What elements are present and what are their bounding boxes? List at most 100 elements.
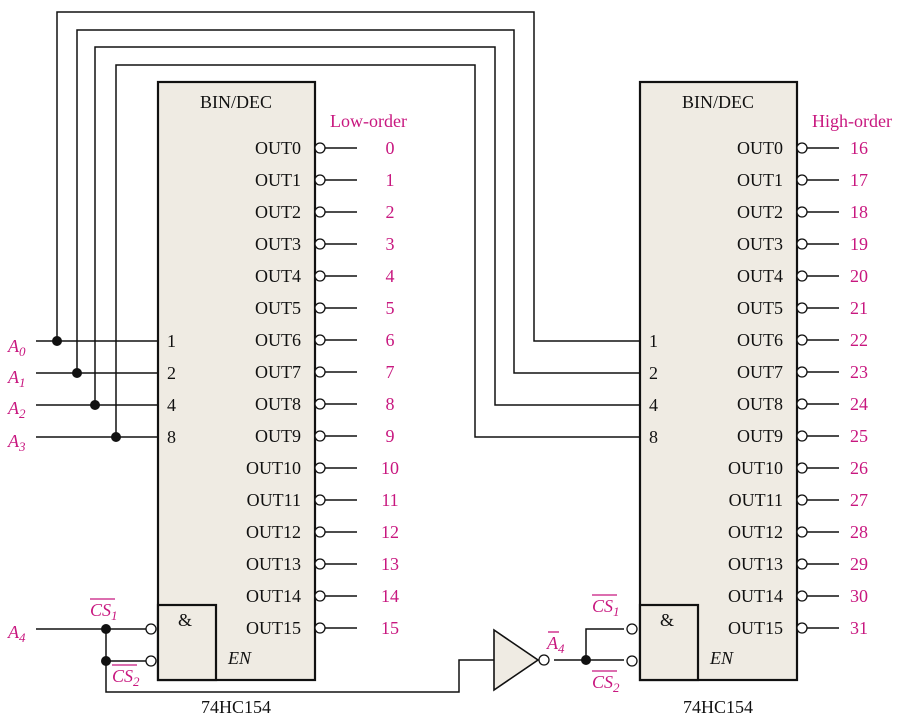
left-output-line-15: 15 (381, 618, 399, 638)
right-cs1-bubble (626, 623, 638, 635)
right-output-pin-0: OUT0 (737, 138, 783, 158)
wire-a0-bus (56, 11, 640, 342)
right-output-bubble-15 (796, 622, 808, 634)
right-output-line-12: 28 (850, 522, 868, 542)
address-label-a4: A4 (7, 622, 26, 645)
right-output-pin-7: OUT7 (737, 362, 783, 382)
left-output-bubble-11 (314, 494, 326, 506)
right-output-bubble-14 (796, 590, 808, 602)
left-output-bubble-4 (314, 270, 326, 282)
junction-a0 (52, 336, 62, 346)
right-output-line-1: 17 (850, 170, 868, 190)
left-output-pin-0: OUT0 (255, 138, 301, 158)
right-output-bubble-6 (796, 334, 808, 346)
left-cs2-bubble (145, 655, 157, 667)
right-output-pin-10: OUT10 (728, 458, 783, 478)
right-input-pin-3: 8 (649, 427, 658, 447)
left-and-symbol: & (178, 610, 192, 630)
left-output-bubble-12 (314, 526, 326, 538)
right-and-symbol: & (660, 610, 674, 630)
junction-dots (52, 336, 591, 666)
right-input-pin-1: 2 (649, 363, 658, 383)
right-output-bubble-1 (796, 174, 808, 186)
wire-a1-bus (76, 29, 640, 374)
left-output-line-6: 6 (386, 330, 395, 350)
left-output-pin-13: OUT13 (246, 554, 301, 574)
junction-a4-lower (101, 656, 111, 666)
left-output-bubble-6 (314, 334, 326, 346)
left-output-line-10: 10 (381, 458, 399, 478)
left-output-line-5: 5 (386, 298, 395, 318)
right-decoder-header: BIN/DEC (682, 92, 754, 112)
left-output-bubble-5 (314, 302, 326, 314)
address-label-a1: A1 (7, 367, 26, 390)
right-output-bubble-2 (796, 206, 808, 218)
left-output-pin-15: OUT15 (246, 618, 301, 638)
left-output-line-11: 11 (381, 490, 398, 510)
left-cs1-label: CS1 (90, 600, 118, 623)
left-input-pin-3: 8 (167, 427, 176, 447)
right-output-pin-9: OUT9 (737, 426, 783, 446)
right-output-pin-12: OUT12 (728, 522, 783, 542)
junction-a4bar (581, 655, 591, 665)
right-output-pin-14: OUT14 (728, 586, 783, 606)
left-output-pin-7: OUT7 (255, 362, 301, 382)
left-output-line-9: 9 (386, 426, 395, 446)
left-output-pin-2: OUT2 (255, 202, 301, 222)
right-output-bubble-4 (796, 270, 808, 282)
left-decoder-header: BIN/DEC (200, 92, 272, 112)
right-output-line-2: 18 (850, 202, 868, 222)
right-cs2-bubble (626, 655, 638, 667)
right-output-line-3: 19 (850, 234, 868, 254)
right-output-pin-11: OUT11 (729, 490, 783, 510)
address-labels: A0 A1 A2 A3 A4 (7, 336, 26, 645)
right-output-line-9: 25 (850, 426, 868, 446)
left-output-bubble-13 (314, 558, 326, 570)
inverter-gate (493, 628, 550, 692)
right-output-bubble-10 (796, 462, 808, 474)
left-output-bubble-0 (314, 142, 326, 154)
right-cs1-label: CS1 (592, 596, 620, 619)
left-output-line-13: 13 (381, 554, 399, 574)
right-output-line-7: 23 (850, 362, 868, 382)
right-output-line-11: 27 (850, 490, 868, 510)
right-cs2-label: CS2 (592, 672, 620, 695)
right-output-pin-8: OUT8 (737, 394, 783, 414)
left-output-pin-5: OUT5 (255, 298, 301, 318)
left-output-bubble-8 (314, 398, 326, 410)
left-group-label: Low-order (330, 111, 407, 131)
inverter-triangle (493, 628, 540, 692)
wire-a3-bus (115, 64, 640, 438)
left-output-pin-9: OUT9 (255, 426, 301, 446)
right-output-pin-4: OUT4 (737, 266, 783, 286)
left-output-bubble-3 (314, 238, 326, 250)
left-output-line-2: 2 (386, 202, 395, 222)
a4-inverted-label: A4 (546, 633, 565, 656)
left-output-bubble-9 (314, 430, 326, 442)
left-input-pin-0: 1 (167, 331, 176, 351)
wire-a2-bus (94, 46, 640, 406)
right-output-pin-6: OUT6 (737, 330, 783, 350)
left-output-bubble-1 (314, 174, 326, 186)
right-output-bubble-5 (796, 302, 808, 314)
left-output-bubble-14 (314, 590, 326, 602)
right-output-pin-3: OUT3 (737, 234, 783, 254)
right-output-pin-13: OUT13 (728, 554, 783, 574)
left-output-line-4: 4 (386, 266, 395, 286)
right-output-line-8: 24 (850, 394, 868, 414)
left-input-pin-2: 4 (167, 395, 176, 415)
right-output-line-14: 30 (850, 586, 868, 606)
address-label-a0: A0 (7, 336, 26, 359)
right-output-bubble-3 (796, 238, 808, 250)
left-output-bubble-15 (314, 622, 326, 634)
right-output-pin-5: OUT5 (737, 298, 783, 318)
left-output-line-12: 12 (381, 522, 399, 542)
left-output-pin-4: OUT4 (255, 266, 301, 286)
address-label-a3: A3 (7, 431, 26, 454)
right-group-label: High-order (812, 111, 892, 131)
chip-select-labels: CS1 CS2 CS1 CS2 A4 (90, 594, 620, 695)
left-enable-block (156, 603, 218, 682)
